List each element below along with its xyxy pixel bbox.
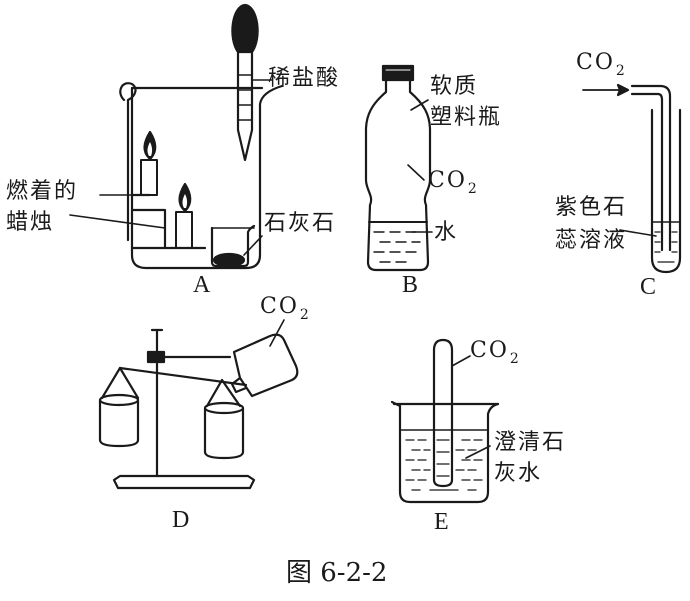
bottle-label-line2: 塑料瓶 — [430, 105, 503, 130]
co2-label-d: CO2 — [260, 294, 311, 323]
step-stand — [130, 193, 207, 250]
panel-b-letter: B — [402, 272, 419, 298]
panel-d-letter: D — [172, 507, 190, 533]
bottle-label-line1: 软质 — [430, 74, 479, 99]
panel-d-apparatus — [98, 319, 299, 490]
limestone — [212, 252, 246, 268]
limestone-label: 石灰石 — [264, 211, 337, 236]
candle-label-line1: 燃着的 — [6, 179, 79, 204]
candle-label-line2: 蜡烛 — [6, 210, 55, 235]
upper-candle — [140, 159, 158, 196]
panel-a-apparatus — [69, 3, 284, 270]
panel-a-letter: A — [193, 272, 211, 298]
test-tube-e — [432, 348, 454, 488]
gas-arrowhead-c — [616, 83, 630, 97]
dropper-bulb — [231, 3, 259, 54]
co2-label-c: CO2 — [576, 50, 627, 79]
acid-label: 稀盐酸 — [268, 66, 341, 91]
plastic-bottle — [364, 78, 432, 272]
left-cup — [98, 398, 140, 448]
water-label: 水 — [434, 220, 459, 245]
co2-label-e: CO2 — [470, 338, 521, 367]
panel-c-apparatus — [582, 83, 682, 274]
limewater-label-line2: 灰水 — [494, 461, 543, 486]
test-tube-c — [650, 108, 682, 274]
panel-c-letter: C — [640, 274, 657, 300]
bottle-cap — [381, 64, 415, 82]
figure-caption: 图 6-2-2 — [286, 558, 388, 588]
litmus-label-line1: 紫色石 — [555, 195, 628, 220]
beaker-a — [130, 84, 284, 270]
panel-e-apparatus — [390, 338, 500, 504]
inner-beaker — [210, 224, 256, 268]
bent-tube — [630, 84, 672, 252]
stand-base — [112, 474, 256, 490]
panel-e-letter: E — [434, 509, 449, 535]
litmus-label-line2: 蕊溶液 — [555, 228, 628, 253]
wire-hook — [119, 82, 137, 242]
beaker-e — [398, 402, 500, 504]
limewater-label-line1: 澄清石 — [494, 430, 567, 455]
lower-candle — [175, 211, 193, 249]
co2-label-b: CO2 — [428, 168, 479, 197]
dropper-tube — [236, 50, 254, 162]
balance-beam — [118, 366, 248, 387]
gas-bottle-d — [232, 333, 299, 398]
right-cup — [203, 406, 245, 460]
panel-b-apparatus — [364, 64, 433, 272]
